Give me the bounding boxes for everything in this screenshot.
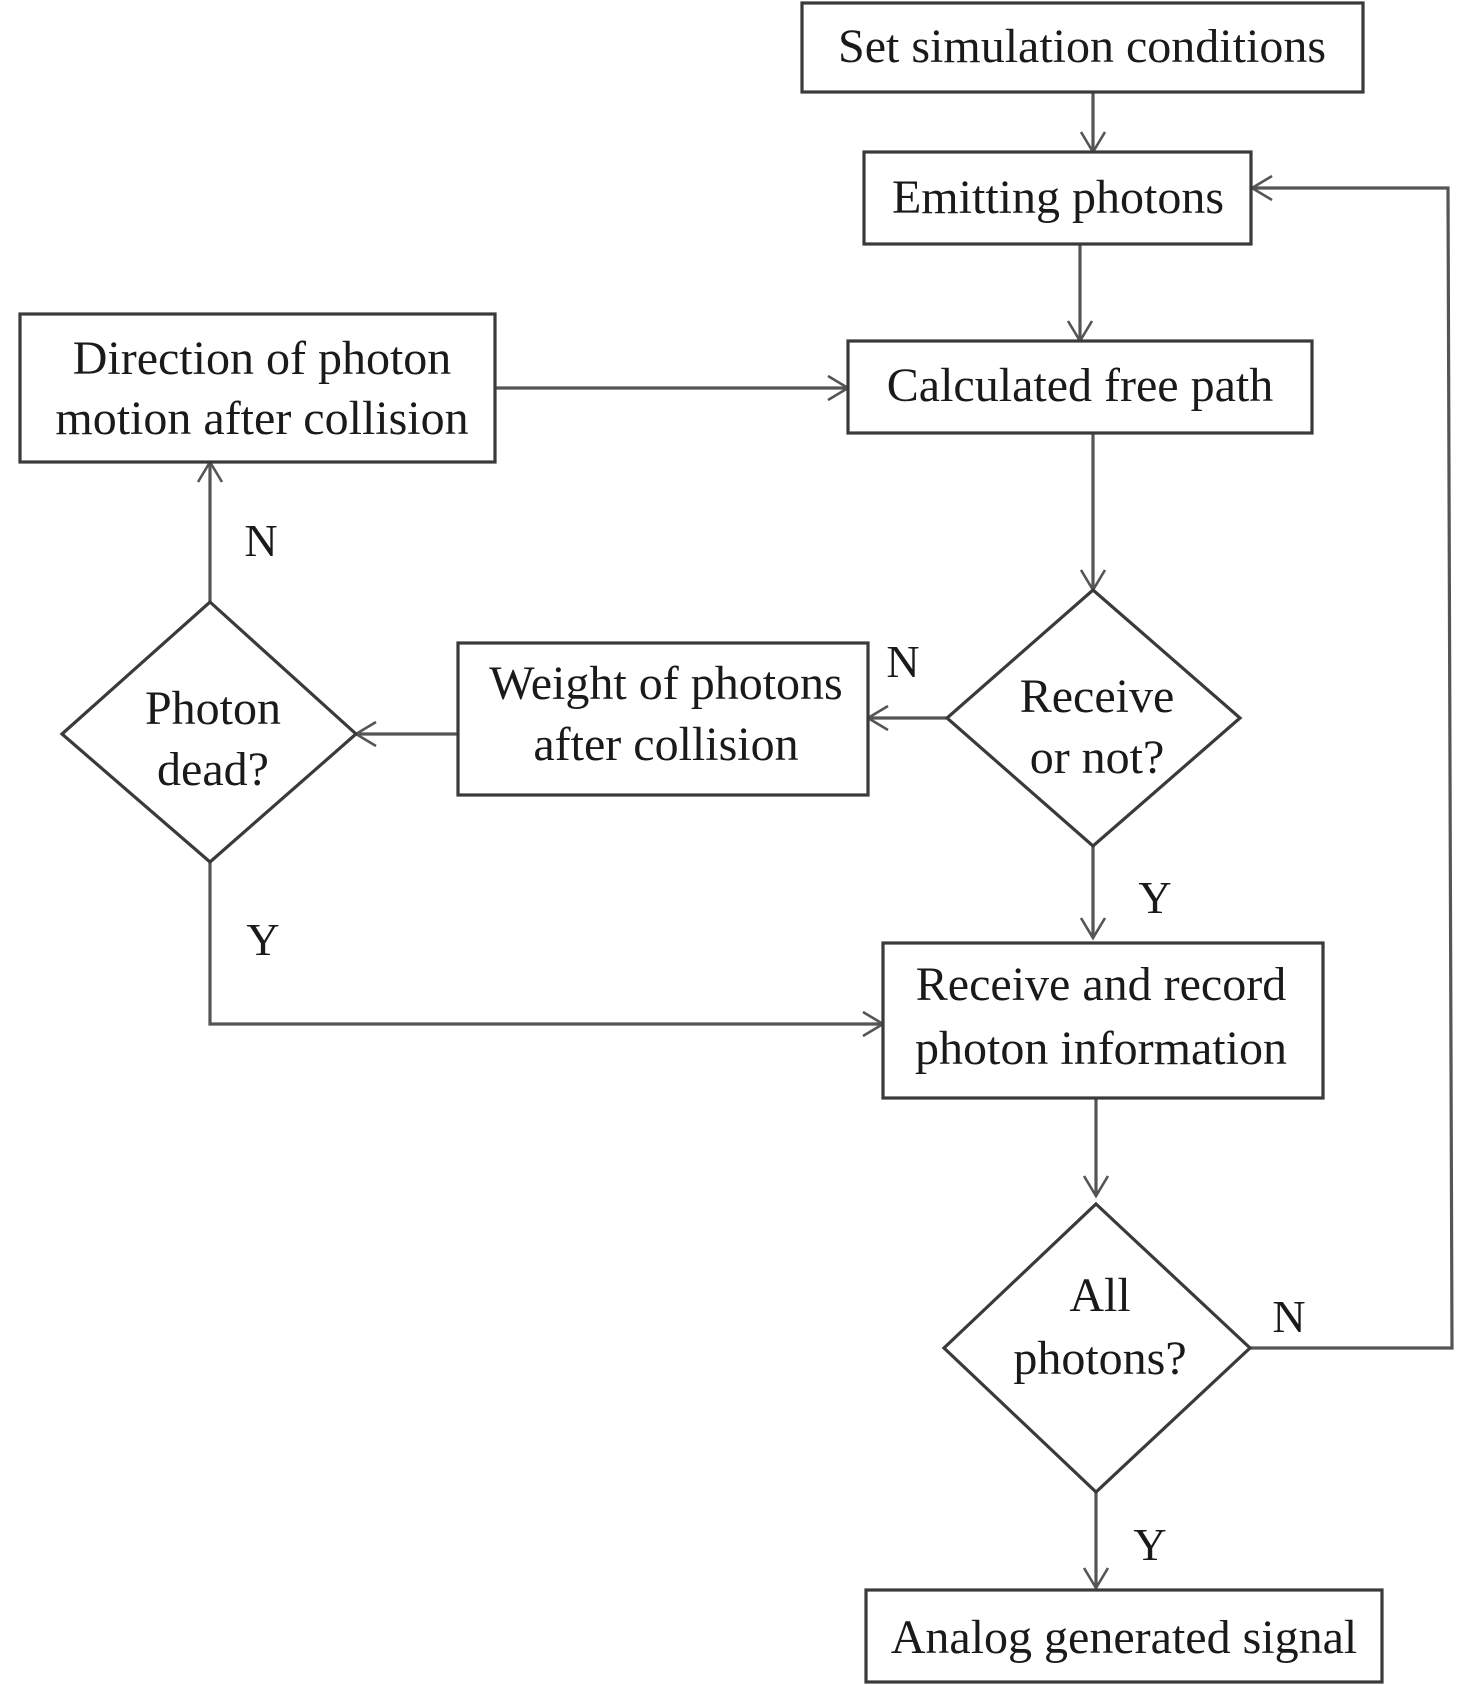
node-label: Set simulation conditions — [838, 20, 1326, 73]
node-receive-record: Receive and record photon information — [881, 941, 1325, 1100]
label-dead-yes: Y — [246, 914, 279, 965]
node-box — [864, 1588, 1384, 1684]
arrowhead-down — [1079, 917, 1107, 941]
node-box — [881, 941, 1325, 1100]
node-label-line-1: Receive and record — [916, 958, 1286, 1011]
arrowhead-down — [1082, 1175, 1110, 1199]
node-box — [18, 312, 497, 464]
node-label: Emitting photons — [892, 171, 1224, 224]
node-set-conditions: Set simulation conditions — [800, 1, 1365, 94]
label-all-yes: Y — [1133, 1519, 1166, 1570]
decision-label-line-2: or not? — [1030, 731, 1165, 784]
decision-receive-or-not: Receive or not? — [944, 587, 1243, 849]
node-calculated-free-path: Calculated free path — [846, 339, 1314, 435]
node-box — [862, 150, 1253, 246]
node-analog-signal: Analog generated signal — [864, 1588, 1384, 1684]
node-label-line-1: Weight of photons — [489, 657, 842, 710]
decision-all-photons: All photons? — [941, 1201, 1253, 1495]
decision-photon-dead: Photon dead? — [59, 599, 359, 865]
decision-label-line-2: photons? — [1013, 1332, 1186, 1385]
node-label: Analog generated signal — [891, 1611, 1358, 1664]
node-emitting-photons: Emitting photons — [862, 150, 1253, 246]
decision-diamond — [941, 1201, 1253, 1495]
connectors — [208, 92, 1454, 1588]
node-label-line-2: motion after collision — [55, 392, 468, 445]
node-label-line-2: after collision — [533, 718, 798, 771]
label-all-no: N — [1272, 1291, 1305, 1342]
decision-label-line-1: Receive — [1020, 670, 1175, 723]
label-dead-no: N — [244, 515, 277, 566]
node-direction-after-collision: Direction of photon motion after collisi… — [18, 312, 497, 464]
node-weight-after-collision: Weight of photons after collision — [456, 641, 870, 797]
decision-diamond — [944, 587, 1243, 849]
node-box — [456, 641, 870, 797]
node-label-line-2: photon information — [915, 1022, 1287, 1075]
edge-all-to-emit — [1250, 186, 1454, 1350]
node-box — [846, 339, 1314, 435]
edge-dead-to-record — [208, 862, 883, 1026]
branch-labels: N Y N Y N Y — [244, 515, 1305, 1570]
label-receive-yes: Y — [1138, 872, 1171, 923]
node-label-line-1: Direction of photon — [73, 332, 452, 385]
label-receive-no: N — [886, 636, 919, 687]
node-box — [800, 1, 1365, 94]
decision-diamond — [59, 599, 359, 865]
node-label: Calculated free path — [887, 359, 1273, 412]
arrowhead-down — [1082, 1567, 1110, 1591]
decision-label-line-2: dead? — [157, 743, 269, 796]
decision-label-line-1: Photon — [145, 682, 281, 735]
decision-label-line-1: All — [1069, 1269, 1130, 1322]
